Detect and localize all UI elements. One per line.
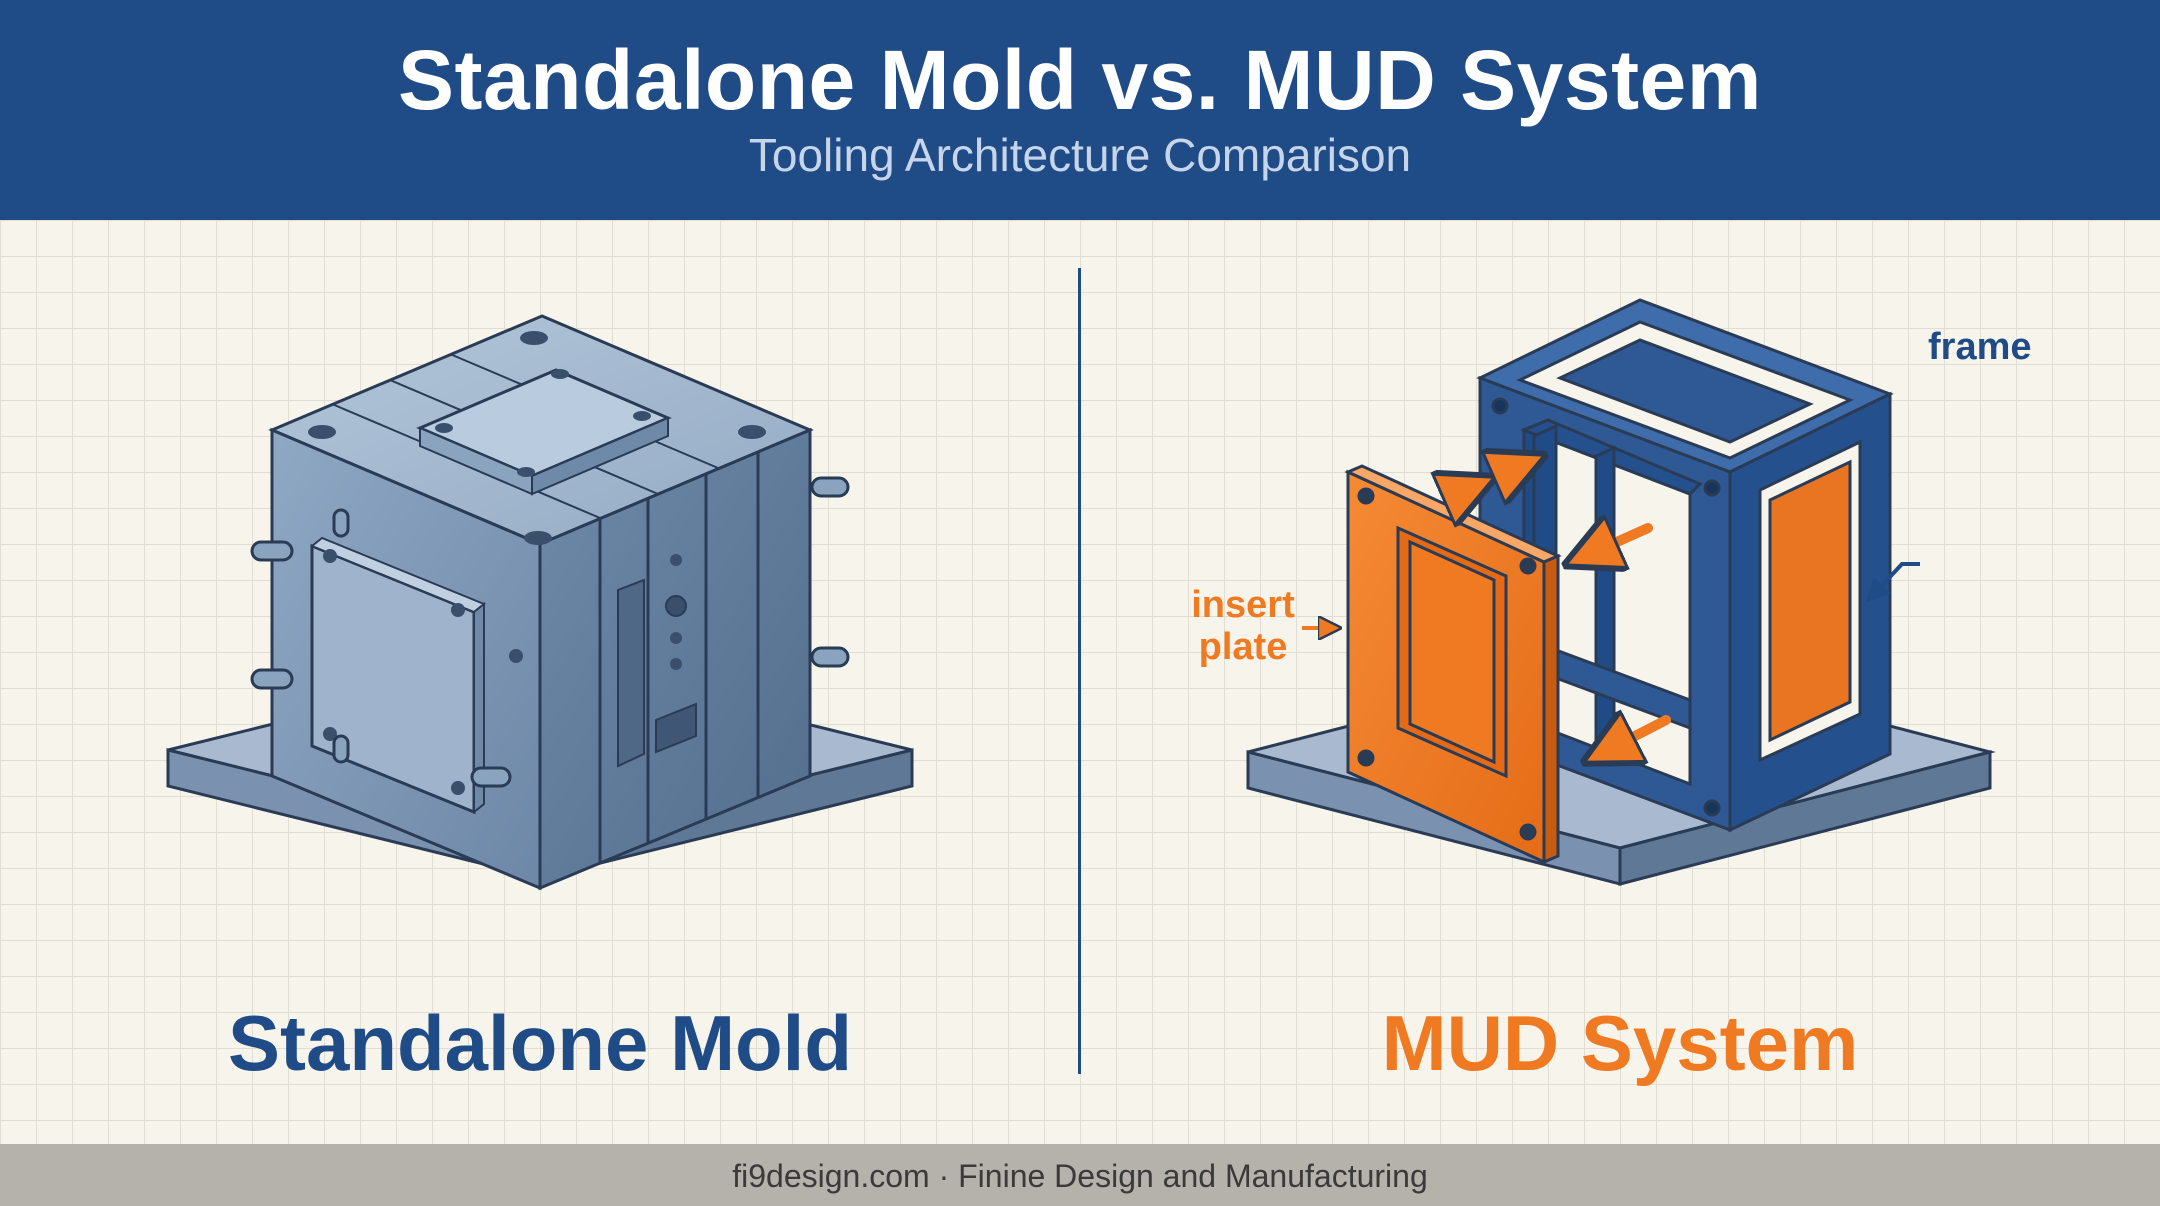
insert-plate-callout: insert plate bbox=[1168, 584, 1318, 668]
mud-system-illustration bbox=[1246, 298, 1996, 886]
standalone-mold-label: Standalone Mold bbox=[228, 999, 852, 1087]
insert-direction-arrows bbox=[1470, 466, 1671, 750]
insert-callout-line2: plate bbox=[1198, 626, 1288, 668]
mud-system-label: MUD System bbox=[1381, 999, 1859, 1087]
insert-callout-line1: insert bbox=[1191, 584, 1295, 626]
page-subtitle: Tooling Architecture Comparison bbox=[748, 129, 1412, 181]
footer-bar: fi9design.com · Finine Design and Manufa… bbox=[0, 1144, 2160, 1206]
center-divider bbox=[1078, 268, 1081, 1074]
illustration-canvas bbox=[166, 298, 1996, 891]
frame-callout: frame bbox=[1928, 326, 2032, 368]
header-banner: Standalone Mold vs. MUD System Tooling A… bbox=[0, 0, 2160, 220]
footer-credit: fi9design.com · Finine Design and Manufa… bbox=[732, 1158, 1428, 1194]
mold-guide-pins bbox=[250, 476, 850, 788]
mold-block bbox=[268, 314, 814, 891]
mud-front-insert-plate bbox=[1344, 464, 1562, 865]
callout-leaders bbox=[1302, 562, 1920, 628]
standalone-mold-illustration bbox=[166, 314, 914, 891]
page-title: Standalone Mold vs. MUD System bbox=[398, 33, 1762, 127]
